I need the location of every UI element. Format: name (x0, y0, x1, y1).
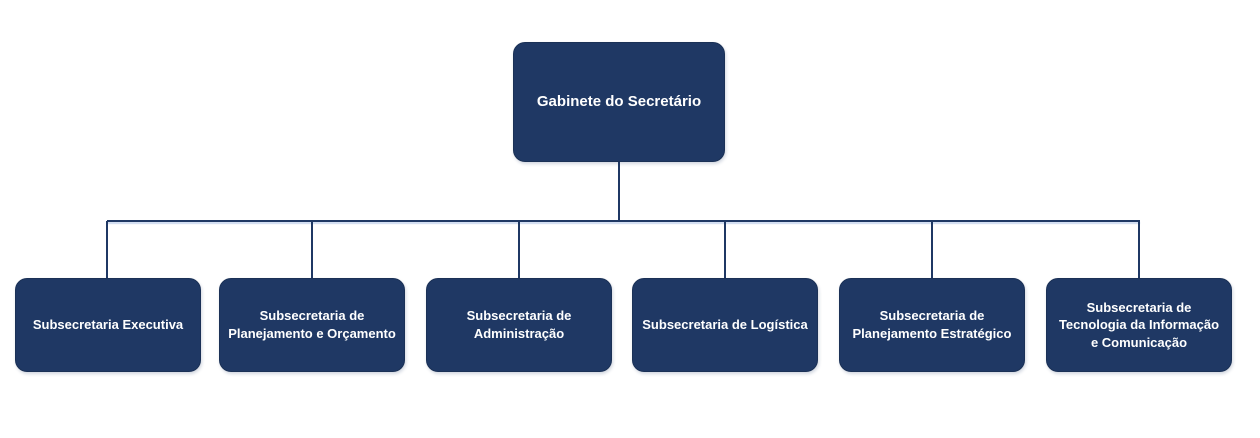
org-node-subsecretaria-administracao: Subsecretaria de Administração (426, 278, 612, 372)
connector-root-stem (618, 162, 620, 221)
org-node-label: Subsecretaria de Logística (642, 317, 808, 333)
connector-stub-3 (518, 221, 520, 278)
org-node-subsecretaria-executiva: Subsecretaria Executiva (15, 278, 201, 372)
org-node-gabinete-do-secretario: Gabinete do Secretário (513, 42, 725, 162)
connector-stub-2 (311, 221, 313, 278)
org-node-subsecretaria-logistica: Subsecretaria de Logística (632, 278, 818, 372)
connector-stub-5 (931, 221, 933, 278)
connector-stub-4 (724, 221, 726, 278)
org-node-label: Subsecretaria de Planejamento Estratégic… (852, 308, 1012, 341)
org-node-label: Subsecretaria Executiva (32, 317, 184, 333)
connector-horizontal-bus (107, 220, 1140, 222)
org-node-label: Gabinete do Secretário (536, 92, 702, 110)
org-node-subsecretaria-planejamento-orcamento: Subsecretaria de Planejamento e Orçament… (219, 278, 405, 372)
org-node-subsecretaria-planejamento-estrategico: Subsecretaria de Planejamento Estratégic… (839, 278, 1025, 372)
connector-stub-1 (106, 221, 108, 278)
org-node-label: Subsecretaria de Administração (466, 308, 572, 341)
org-node-label: Subsecretaria de Planejamento e Orçament… (228, 308, 396, 341)
connector-stub-6 (1138, 221, 1140, 278)
org-node-subsecretaria-tecnologia-informacao-comunicacao: Subsecretaria de Tecnologia da Informaçã… (1046, 278, 1232, 372)
org-node-label: Subsecretaria de Tecnologia da Informaçã… (1058, 299, 1220, 350)
